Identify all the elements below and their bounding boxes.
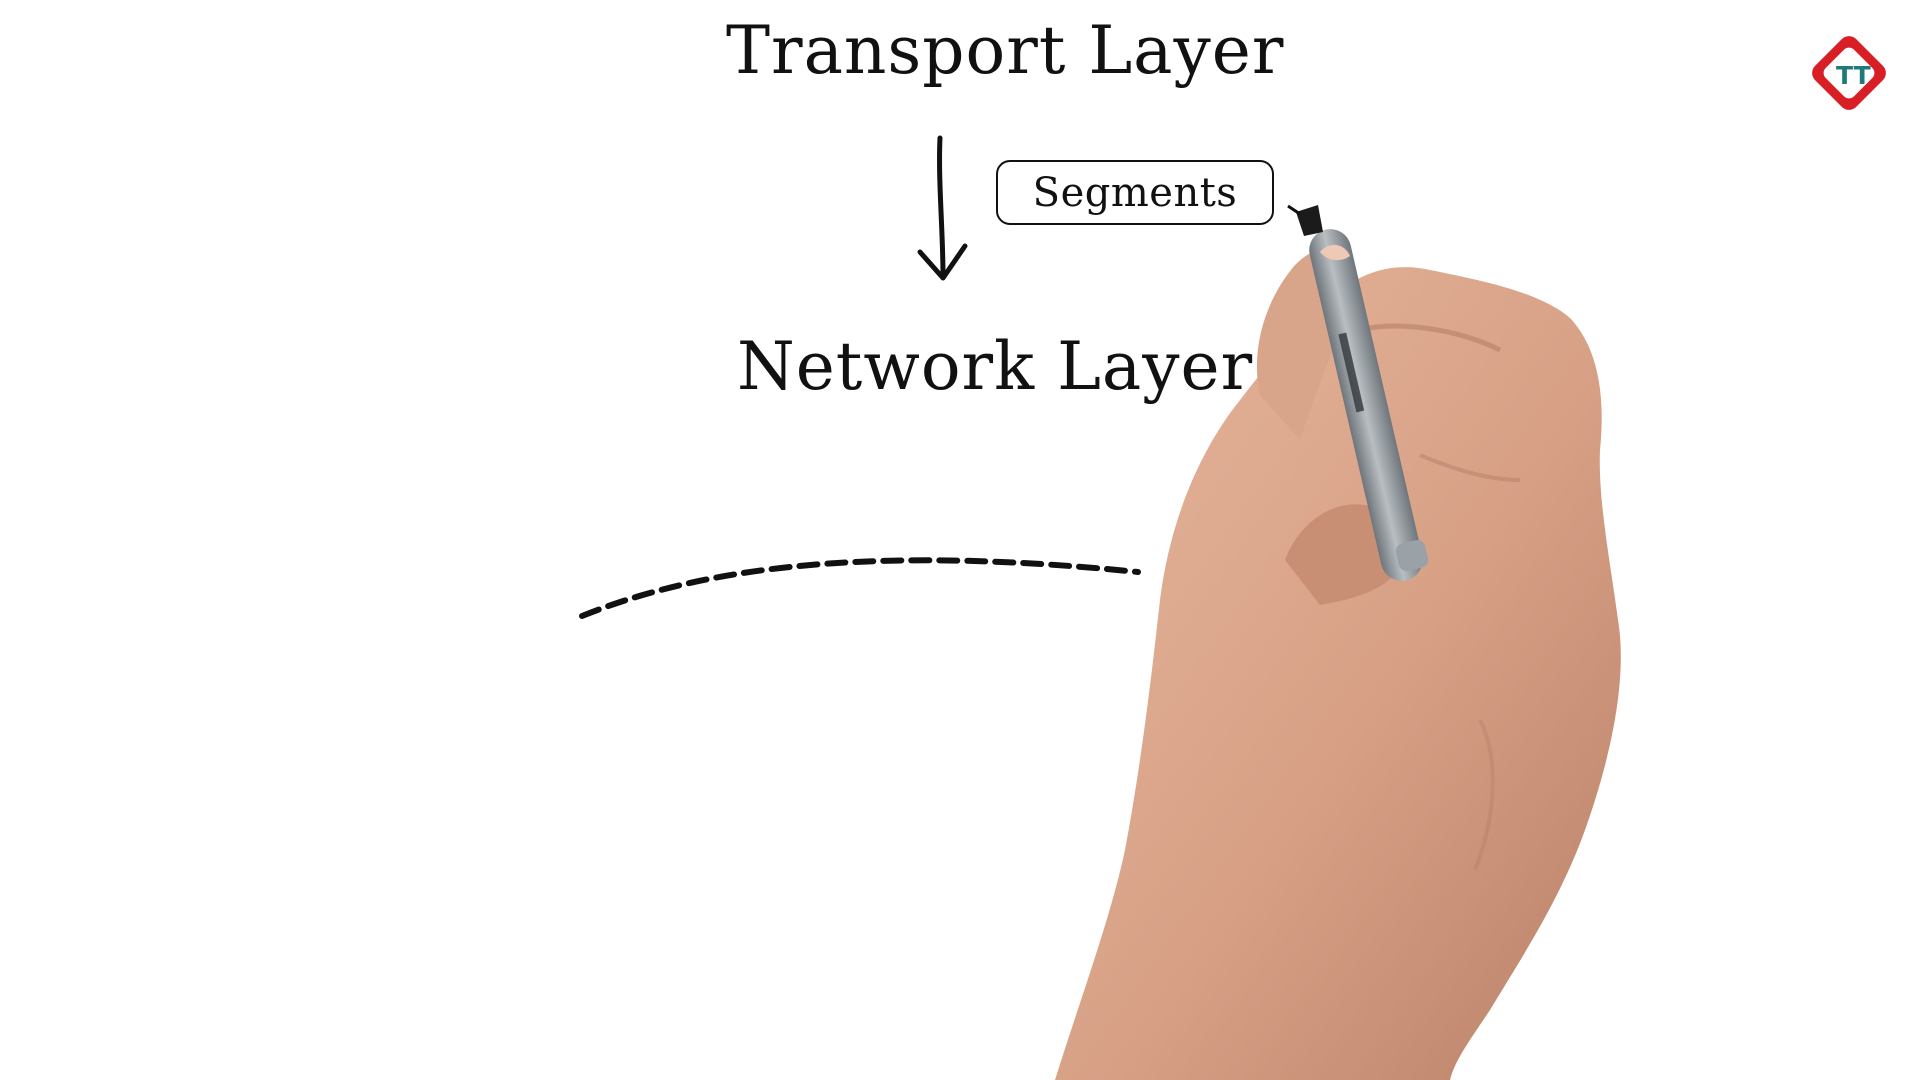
down-arrow-icon bbox=[917, 135, 968, 281]
segments-box: Segments bbox=[996, 160, 1274, 225]
dashed-arc bbox=[579, 557, 1141, 619]
hand-holding-marker-icon bbox=[1055, 204, 1621, 1080]
network-layer-title: Network Layer bbox=[737, 328, 1254, 405]
transport-layer-title: Transport Layer bbox=[726, 12, 1285, 89]
marker-pen-icon bbox=[1287, 204, 1429, 581]
logo-text: TT bbox=[1836, 61, 1871, 90]
channel-logo-icon: TT bbox=[1812, 36, 1886, 110]
segments-label: Segments bbox=[1032, 169, 1238, 216]
